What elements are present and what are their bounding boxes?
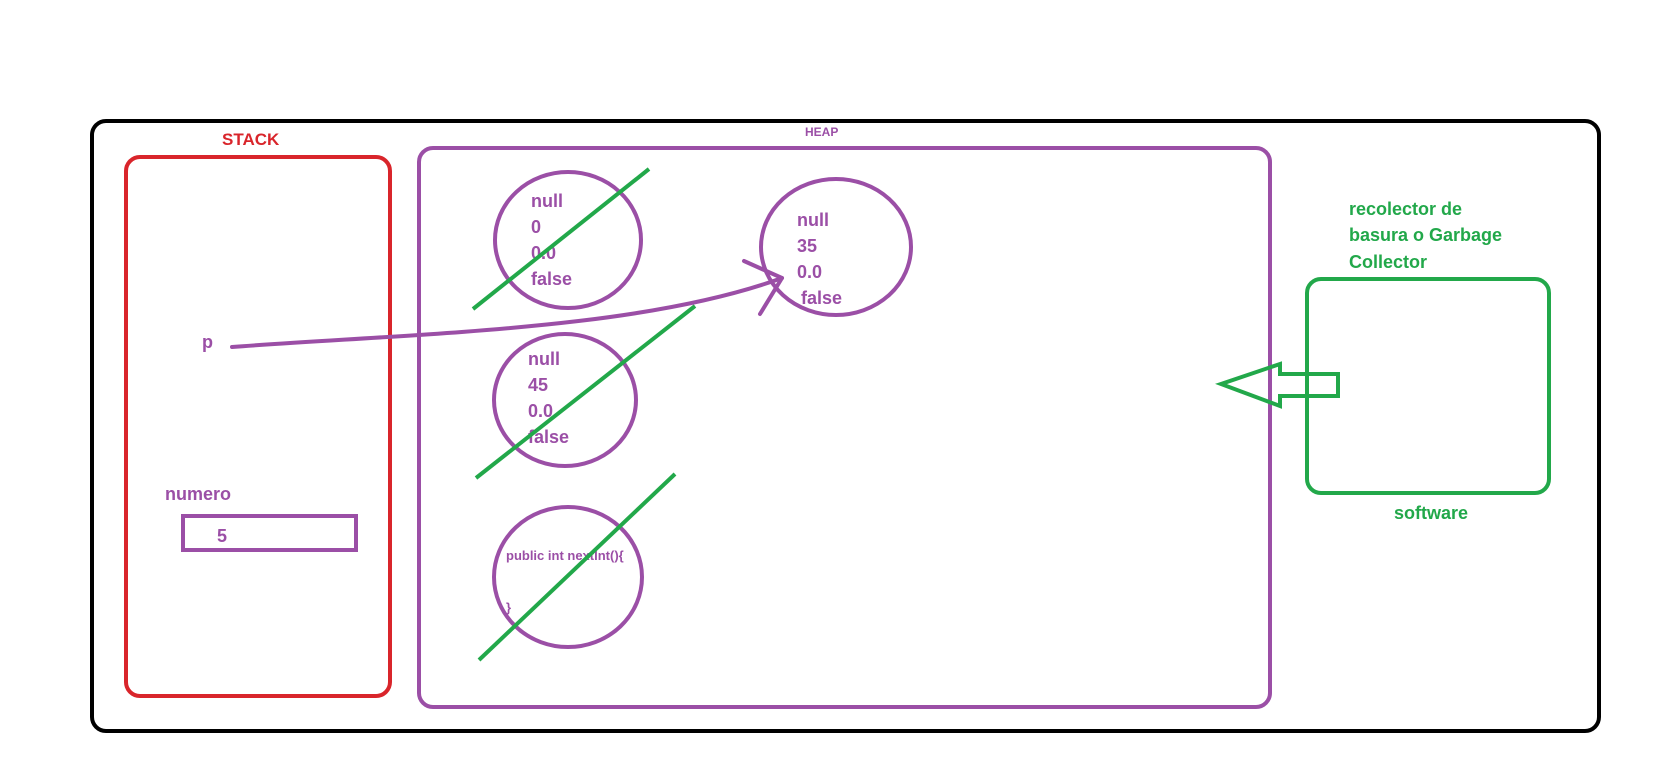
heap-region: [417, 146, 1272, 709]
reference-arrow-p: [230, 276, 784, 349]
heap-object-1-field-2: 0: [531, 217, 541, 237]
heap-object-4-field-4: false: [801, 288, 842, 308]
stack-variable-numero: numero: [165, 484, 231, 504]
heap-object-2-field-3: 0.0: [528, 401, 553, 421]
heap-object-4-field-3: 0.0: [797, 262, 822, 282]
heap-object-2-strike: [474, 304, 697, 480]
stack-region: [124, 155, 392, 698]
gc-label-line-1: recolector de: [1349, 199, 1462, 219]
heap-object-2-field-2: 45: [528, 375, 548, 395]
heap-object-3-line-2: }: [506, 600, 511, 615]
gc-arrow-icon: [1215, 361, 1340, 409]
heap-object-4-field-1: null: [797, 210, 829, 230]
gc-software-label: software: [1394, 503, 1468, 523]
gc-label-line-3: Collector: [1349, 252, 1427, 272]
heap-object-4-field-2: 35: [797, 236, 817, 256]
heap-object-2-field-1: null: [528, 349, 560, 369]
heap-object-2: [492, 332, 638, 468]
heap-object-1-strike: [471, 167, 651, 311]
gc-software-box: [1305, 277, 1551, 495]
heap-object-2-field-4: false: [528, 427, 569, 447]
gc-label-line-2: basura o Garbage: [1349, 225, 1502, 245]
heap-object-1-field-1: null: [531, 191, 563, 211]
numero-value-box: [181, 514, 358, 552]
heap-object-3-line-1: public int nextInt(){: [506, 548, 624, 563]
heap-object-1-field-4: false: [531, 269, 572, 289]
stack-title: STACK: [222, 130, 280, 149]
heap-object-4: [759, 177, 913, 317]
stack-variable-p: p: [202, 332, 213, 352]
heap-object-1: [493, 170, 643, 310]
reference-arrow-head: [742, 259, 784, 316]
heap-title: HEAP: [805, 125, 838, 139]
numero-value: 5: [217, 526, 227, 546]
heap-object-3-strike: [477, 472, 677, 662]
heap-object-3: [492, 505, 644, 649]
outer-frame: [90, 119, 1601, 733]
